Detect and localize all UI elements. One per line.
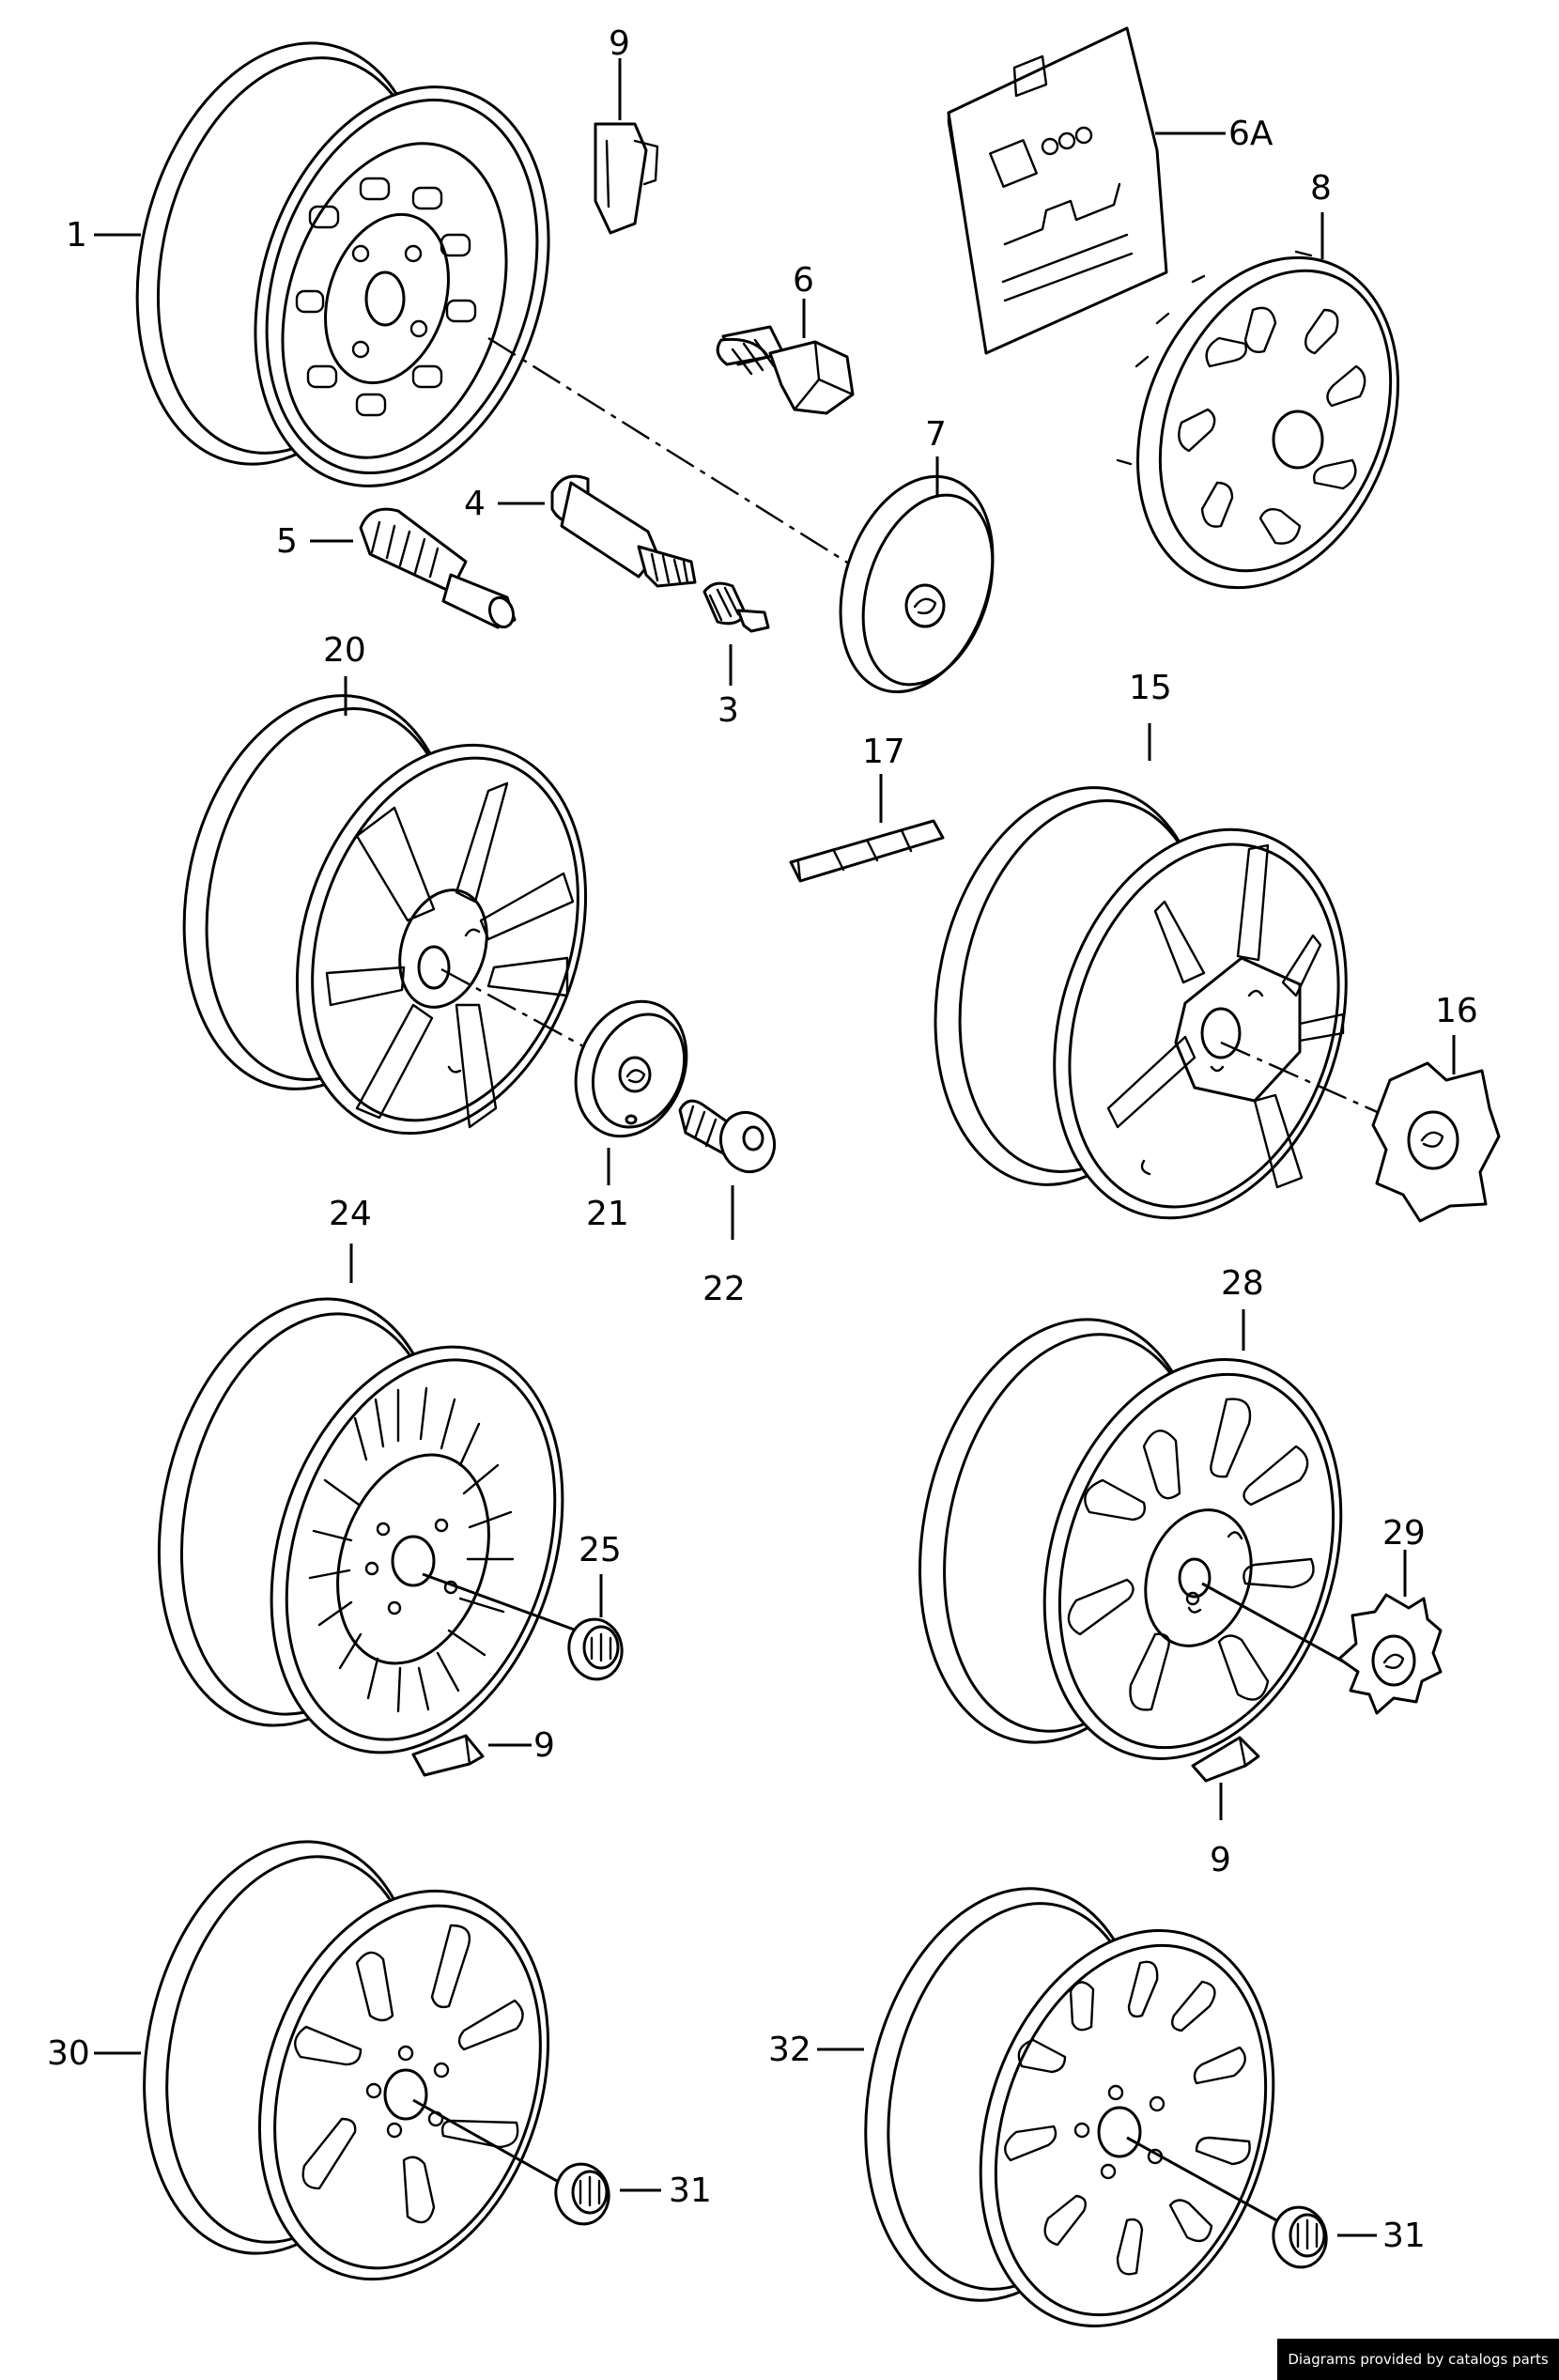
callout-17: 17	[862, 733, 905, 771]
part-9-clip-right	[1191, 1736, 1260, 1783]
callout-29: 29	[1382, 1514, 1426, 1553]
callout-31-right: 31	[1382, 2217, 1426, 2255]
part-16-center-cap	[1371, 1061, 1501, 1223]
part-6A-bolt-package	[947, 26, 1168, 355]
callout-7: 7	[925, 415, 947, 454]
part-31-bolt-cap-left	[554, 2162, 610, 2226]
callout-32: 32	[768, 2031, 811, 2069]
callout-6A: 6A	[1228, 115, 1273, 153]
callout-9-right: 9	[1210, 1841, 1231, 1879]
callout-25: 25	[579, 1531, 622, 1569]
callout-1: 1	[66, 216, 87, 255]
part-4-tire-valve	[550, 474, 697, 588]
part-28-alloy-wheel	[918, 1318, 1343, 1760]
callout-30: 30	[47, 2034, 90, 2073]
part-29-center-cap	[1337, 1593, 1443, 1715]
part-8-wheel-cover	[1116, 250, 1399, 590]
part-24-alloy-wheel	[157, 1297, 564, 1754]
part-1-steel-wheel	[135, 41, 550, 487]
callout-8: 8	[1310, 169, 1332, 208]
part-17-balance-weight	[789, 819, 945, 883]
credit-banner: Diagrams provided by catalogs parts	[1277, 2339, 1559, 2380]
callout-22: 22	[702, 1270, 746, 1308]
part-30-alloy-wheel	[143, 1840, 550, 2281]
part-3-valve-cap	[702, 581, 770, 633]
part-22-bolt	[678, 1099, 776, 1174]
part-15-alloy-wheel	[934, 786, 1348, 1220]
callout-3: 3	[718, 691, 739, 730]
part-9-clip-left	[411, 1734, 485, 1777]
callout-9-left: 9	[533, 1726, 555, 1765]
part-20-alloy-wheel	[182, 694, 588, 1136]
part-5-valve-tool	[359, 507, 517, 629]
callout-24: 24	[329, 1195, 372, 1233]
part-21-center-cap	[574, 999, 688, 1138]
callout-4: 4	[464, 485, 486, 523]
part-32-alloy-wheel	[864, 1887, 1275, 2327]
callout-21: 21	[586, 1195, 629, 1233]
callout-28: 28	[1221, 1264, 1264, 1303]
callout-16: 16	[1435, 992, 1478, 1030]
part-9-clip	[594, 122, 659, 235]
part-25-bolt-cap	[567, 1617, 624, 1681]
callout-20: 20	[323, 631, 366, 670]
callout-5: 5	[276, 522, 298, 561]
part-6-wheel-bolt	[716, 325, 855, 415]
callout-6: 6	[793, 261, 814, 300]
part-7-center-cap	[839, 474, 995, 694]
callout-9-top: 9	[609, 24, 630, 63]
callout-31-left: 31	[669, 2171, 712, 2210]
callout-15: 15	[1129, 669, 1172, 707]
part-31-bolt-cap-right	[1272, 2205, 1328, 2269]
